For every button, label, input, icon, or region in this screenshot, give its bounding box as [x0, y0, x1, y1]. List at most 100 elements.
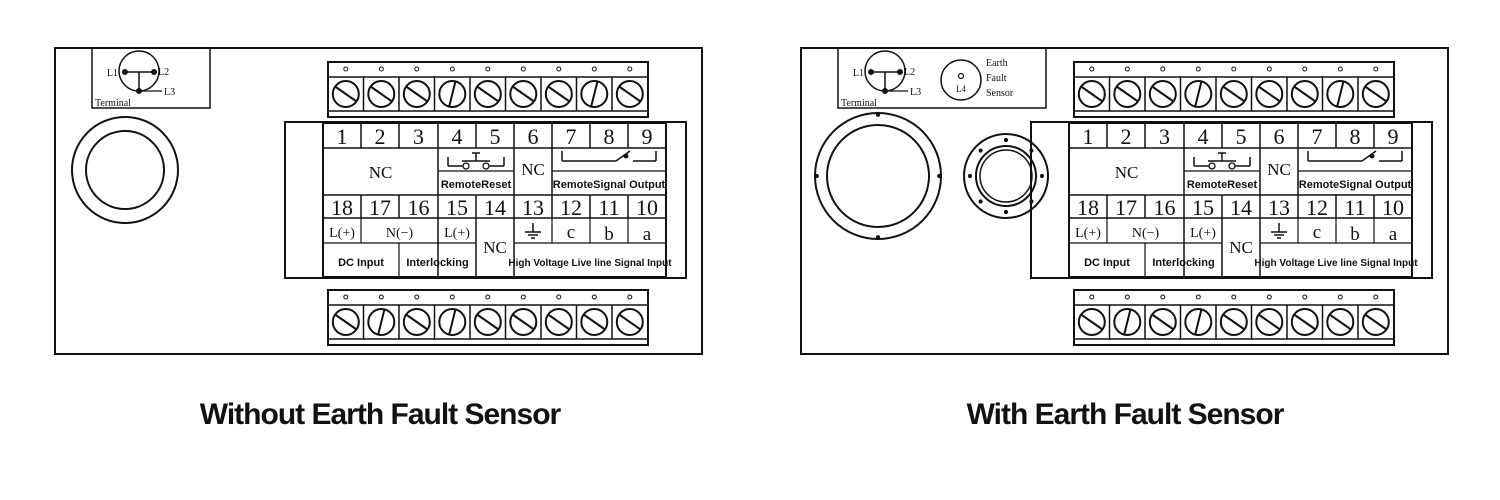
pin-dot [1160, 294, 1166, 300]
terminal-number-1: 1 [337, 124, 348, 149]
screw-icon [402, 80, 431, 108]
terminal-number-9: 9 [1388, 124, 1399, 149]
screw-icon [1219, 308, 1248, 336]
pin-dot [414, 294, 420, 300]
screw-icon [1326, 80, 1355, 108]
screw-icon [473, 308, 502, 336]
nc-label-14: NC [1229, 238, 1253, 257]
dc-input-label: DC Input [1084, 257, 1130, 269]
screw-icon [367, 308, 396, 336]
pin-dot [520, 294, 526, 300]
nc-label-1-3: NC [1115, 163, 1139, 182]
nc-label-6: NC [1267, 160, 1291, 179]
pin-dot [1337, 66, 1343, 72]
sensor-gland-icon [963, 133, 1049, 219]
pin-dot [1266, 294, 1272, 300]
pin-dot [378, 66, 384, 72]
terminal-number-15: 15 [446, 195, 468, 220]
l2-label: L2 [904, 67, 915, 78]
interlocking-label: Interlocking [406, 257, 468, 269]
terminal-number-13: 13 [1268, 195, 1290, 220]
hv-signal-input-label: High Voltage Live line Signal Input [508, 258, 672, 269]
cable-gland-icon [71, 116, 179, 224]
ground-icon [1271, 223, 1287, 239]
screw-icon [331, 80, 360, 108]
screw-icon [1077, 80, 1106, 108]
screw-icon [1326, 308, 1355, 336]
screw-icon [331, 308, 360, 336]
interlocking-label: Interlocking [1152, 257, 1214, 269]
dc-input-label: DC Input [338, 257, 384, 269]
pin-dot [627, 66, 633, 72]
terminal-box [91, 47, 211, 109]
terminal-number-17: 17 [369, 195, 391, 220]
l3-label: L3 [910, 87, 921, 98]
pin-dot [343, 294, 349, 300]
terminal-number-15: 15 [1192, 195, 1214, 220]
pin-dot [485, 66, 491, 72]
terminal-number-10: 10 [1382, 195, 1404, 220]
l1-label: L1 [853, 68, 864, 79]
screw-icon [509, 308, 538, 336]
relay-switch-icon [1307, 150, 1403, 162]
l-plus-label-interlock: L(+) [444, 226, 470, 241]
bottom-screw-terminals-frame [1073, 289, 1395, 346]
pin-dot [1337, 294, 1343, 300]
pushbutton-icon [1193, 152, 1251, 170]
l-plus-label-interlock: L(+) [1190, 226, 1216, 241]
remote-signal-output-label: RemoteSignal Output [553, 179, 666, 191]
terminal-number-1: 1 [1083, 124, 1094, 149]
screw-icon [544, 80, 573, 108]
sensor-text-2: Fault [986, 73, 1007, 84]
screw-icon [1184, 308, 1213, 336]
screw-icon [544, 308, 573, 336]
terminal-number-13: 13 [522, 195, 544, 220]
terminal-number-2: 2 [1121, 124, 1132, 149]
terminal-number-14: 14 [1230, 195, 1252, 220]
pin-dot [1195, 66, 1201, 72]
pin-dot [1124, 66, 1130, 72]
phase-b-label: b [1350, 224, 1360, 245]
pin-dot [449, 294, 455, 300]
sensor-text-3: Sensor [986, 88, 1014, 99]
terminal-number-17: 17 [1115, 195, 1137, 220]
terminal-number-16: 16 [408, 195, 430, 220]
pin-dot [1231, 294, 1237, 300]
screw-icon [1148, 308, 1177, 336]
caption-with-sensor: With Earth Fault Sensor [966, 398, 1285, 431]
sensor-text-1: Earth [986, 58, 1008, 69]
caption-without-sensor: Without Earth Fault Sensor [199, 398, 561, 431]
terminal-label: Terminal [95, 98, 131, 109]
screw-icon [1361, 80, 1390, 108]
large-cable-gland-icon [814, 112, 942, 240]
l2-label: L2 [158, 67, 169, 78]
screw-icon [1290, 308, 1319, 336]
l-plus-label-dc: L(+) [329, 226, 355, 241]
screw-icon [1255, 80, 1284, 108]
pin-dot [1195, 294, 1201, 300]
terminal-number-12: 12 [560, 195, 582, 220]
terminal-number-11: 11 [598, 195, 619, 220]
screw-icon [1361, 308, 1390, 336]
terminal-number-5: 5 [1236, 124, 1247, 149]
l1-label: L1 [107, 68, 118, 79]
enclosure-outline [54, 47, 703, 355]
nc-label-14: NC [483, 238, 507, 257]
ground-icon [525, 223, 541, 239]
terminal-number-4: 4 [452, 124, 463, 149]
screw-icon [1184, 80, 1213, 108]
pin-dot [1373, 66, 1379, 72]
terminal-box [837, 47, 1047, 109]
terminal-number-3: 3 [413, 124, 424, 149]
top-screw-terminals-frame [1073, 61, 1395, 118]
nc-label-6: NC [521, 160, 545, 179]
phase-b-label: b [604, 224, 614, 245]
terminal-number-2: 2 [375, 124, 386, 149]
bottom-screw-terminals-frame [327, 289, 649, 346]
